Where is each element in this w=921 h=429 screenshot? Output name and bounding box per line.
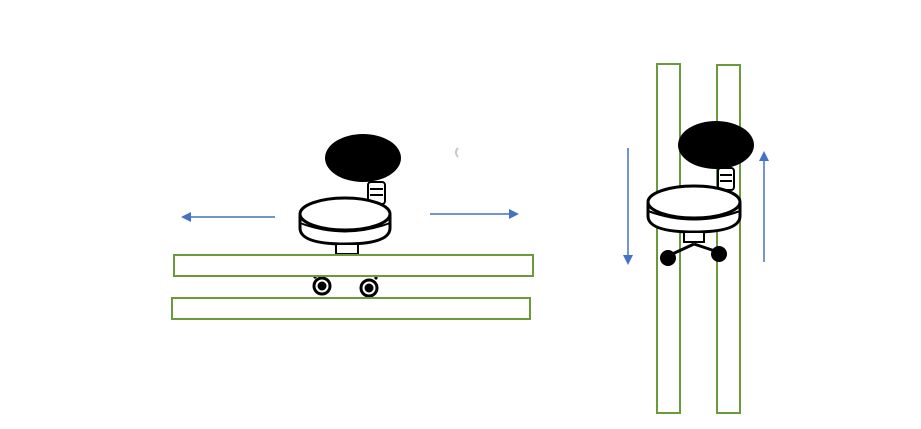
rail-right-right [716,64,741,414]
stool-base-left [335,243,359,255]
rail-left-lower [171,297,531,320]
stray-mark [455,147,459,158]
stool-post-right [717,167,735,191]
stool-backrest-left [325,134,401,182]
stool-wheels-right [660,242,727,266]
stool-right [646,121,754,266]
stool-left [298,134,401,298]
left-view [171,134,534,320]
right-view [623,63,769,414]
stool-wheels-left [312,274,379,298]
stool-seat-left [298,196,392,246]
stool-backrest-right [678,121,754,169]
stool-seat-right [646,184,742,234]
rail-right-left [656,63,681,414]
rail-left-upper [173,254,534,277]
stool-post-left [367,181,386,205]
stool-base-right [683,231,705,243]
